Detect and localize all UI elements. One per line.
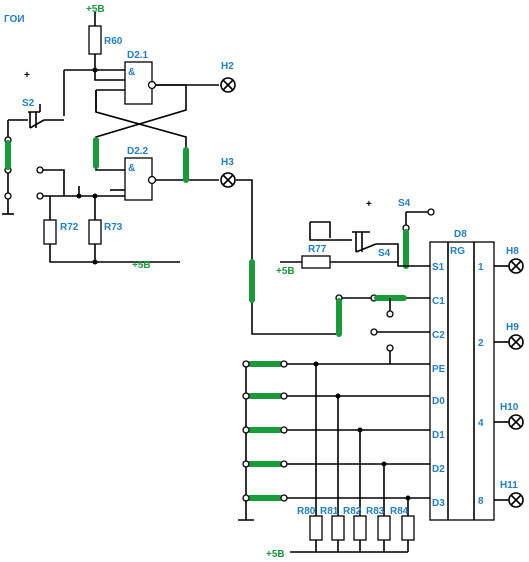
node-r73 — [92, 193, 98, 199]
lamp-h2 — [220, 77, 236, 93]
diagram-title: ГОИ — [4, 14, 25, 25]
lamp-h10 — [508, 414, 524, 430]
register-input-c1: C1 — [432, 296, 445, 307]
plus-sign-right: + — [366, 199, 372, 210]
power-label-top: +5В — [86, 4, 105, 15]
plus-sign-left: + — [24, 70, 30, 81]
node-d2 — [381, 461, 387, 467]
register-input-d0: D0 — [432, 396, 445, 407]
node-resistor-bottom — [92, 259, 98, 265]
lamp-h9 — [508, 334, 524, 350]
register-output-4: 4 — [478, 418, 484, 429]
contact-s4-top — [427, 208, 435, 216]
lamp-h9-label: H9 — [506, 322, 519, 333]
node-d1 — [357, 427, 363, 433]
lamp-h3-label: H3 — [221, 157, 234, 168]
gate-d2-2 — [124, 157, 153, 201]
gate-d2-2-output-bubble — [147, 175, 157, 185]
data-contacts — [242, 360, 288, 502]
resistor-r82-label: R82 — [343, 506, 362, 517]
pullup-wires — [290, 364, 409, 553]
resistor-r84-label: R84 — [390, 506, 409, 517]
lamp-h2-label: H2 — [221, 61, 234, 72]
resistor-r72-label: R72 — [60, 222, 79, 233]
resistor-r77-label: R77 — [308, 244, 327, 255]
contact-s2-3 — [4, 192, 12, 200]
data-lines — [284, 363, 430, 499]
lamp-h3 — [220, 172, 236, 188]
gate-d2-1 — [124, 61, 153, 105]
resistor-r77 — [301, 255, 331, 269]
power-label-mid-left: +5В — [132, 260, 151, 271]
gate-d2-1-output-bubble — [147, 80, 157, 90]
resistor-r84 — [401, 515, 415, 541]
node-r60 — [92, 67, 98, 73]
register-output-8: 8 — [478, 496, 484, 507]
lamp-h11 — [508, 492, 524, 508]
power-label-bottom: +5В — [266, 549, 285, 560]
gate-d2-1-symbol: & — [128, 67, 135, 78]
gate-d2-1-label: D2.1 — [127, 50, 149, 61]
resistor-r73 — [88, 219, 102, 245]
ground-rail — [238, 364, 254, 521]
contact-c1-down — [386, 310, 394, 318]
wire-h3-to-register — [236, 179, 336, 335]
register-input-d3: D3 — [432, 498, 445, 509]
node-pe — [313, 361, 319, 367]
contact-pe-up — [386, 344, 394, 352]
register-function: RG — [450, 246, 465, 257]
lamp-h10-label: H10 — [500, 402, 519, 413]
register-input-s1: S1 — [432, 262, 445, 273]
resistor-r82 — [353, 515, 367, 541]
wires-upper-left — [2, 12, 219, 263]
register-d8 — [429, 241, 495, 521]
switch-s4 — [280, 221, 406, 267]
resistor-r60-label: R60 — [104, 36, 123, 47]
register-input-pe: PE — [432, 364, 446, 375]
switch-s2-label: S2 — [22, 98, 35, 109]
resistor-r81 — [331, 515, 345, 541]
lamp-h11-label: H11 — [500, 480, 518, 491]
power-label-mid-right: +5В — [276, 266, 295, 277]
resistor-r73-label: R73 — [104, 222, 123, 233]
node-gate-input — [76, 193, 82, 199]
register-input-d2: D2 — [432, 464, 445, 475]
register-input-d1: D1 — [432, 430, 445, 441]
resistor-r80 — [309, 515, 323, 541]
contact-left-1 — [36, 166, 44, 174]
resistor-r80-label: R80 — [297, 506, 316, 517]
node-d0 — [335, 393, 341, 399]
gate-d2-2-label: D2.2 — [127, 146, 149, 157]
contact-c2 — [370, 328, 378, 336]
lamp-h8 — [508, 258, 524, 274]
gate-d2-2-symbol: & — [128, 163, 135, 174]
switch-s4-bottom-label: S4 — [378, 248, 391, 259]
register-output-2: 2 — [478, 338, 484, 349]
register-d8-label: D8 — [454, 229, 467, 240]
contact-left-2 — [36, 192, 44, 200]
switch-s4-top-label: S4 — [398, 198, 411, 209]
node-d3 — [405, 495, 411, 501]
resistor-r81-label: R81 — [320, 506, 339, 517]
register-output-1: 1 — [478, 262, 484, 273]
register-input-c2: C2 — [432, 330, 445, 341]
resistor-r83-label: R83 — [366, 506, 385, 517]
switch-s2 — [28, 104, 45, 129]
register-outputs: 1 H8 2 H9 4 H10 8 H11 — [478, 246, 524, 508]
lamp-h8-label: H8 — [506, 246, 519, 257]
resistor-r83 — [377, 515, 391, 541]
data-jumpers — [247, 361, 283, 501]
resistor-r60 — [88, 25, 102, 55]
resistor-r72 — [43, 219, 57, 245]
